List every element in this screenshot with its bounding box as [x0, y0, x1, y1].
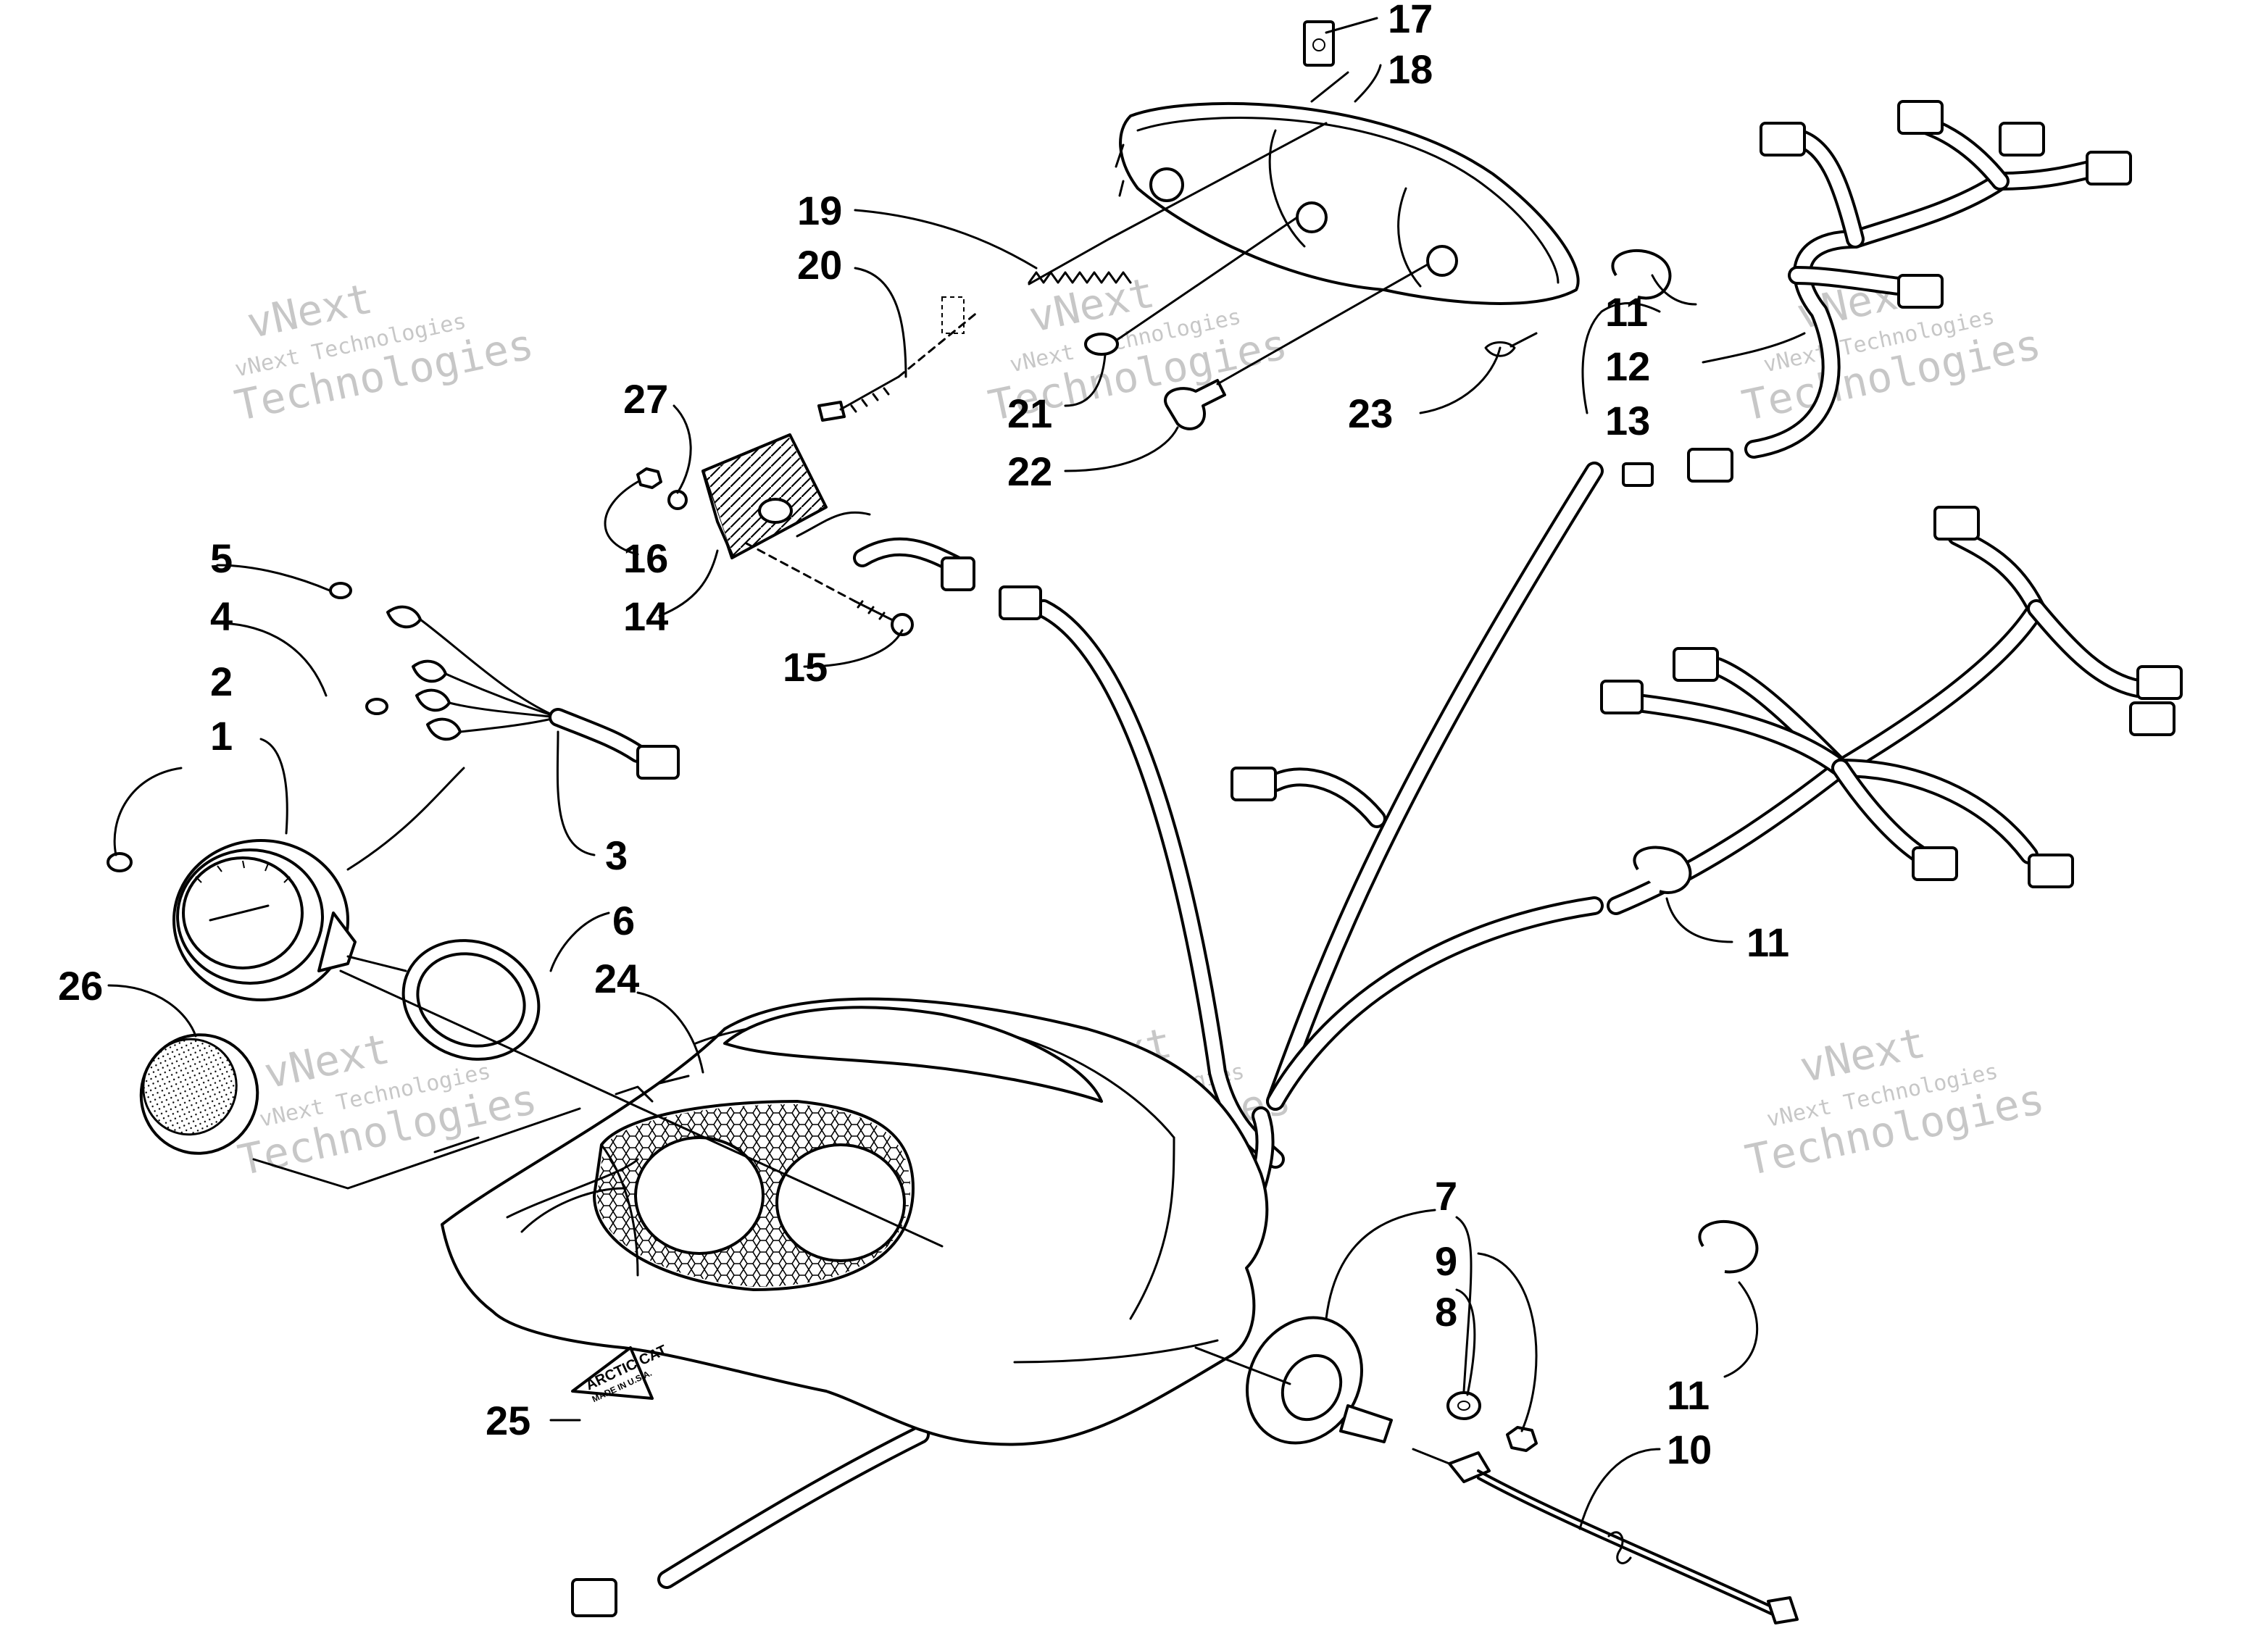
callout-22: 22 — [1007, 449, 1052, 494]
callout-12: 12 — [1605, 343, 1650, 389]
gauge-lens-part — [139, 1033, 259, 1155]
speed-sensor-part — [1245, 1316, 1393, 1445]
callout-20: 20 — [797, 242, 842, 288]
callout-25: 25 — [486, 1398, 530, 1443]
callout-11: 11 — [1667, 1372, 1710, 1418]
gauge-wire-harness-part — [329, 582, 680, 780]
nut-part — [636, 467, 688, 510]
callout-27: 27 — [623, 376, 668, 422]
bolt-part — [745, 542, 914, 636]
callout-1: 1 — [210, 713, 233, 759]
callout-9: 9 — [1435, 1238, 1457, 1284]
callout-11: 11 — [1746, 919, 1789, 965]
speedometer-cable-part — [1448, 1451, 1799, 1624]
callout-13: 13 — [1605, 398, 1650, 443]
callout-14: 14 — [623, 593, 668, 639]
callout-4: 4 — [210, 593, 233, 639]
callout-21: 21 — [1007, 391, 1052, 436]
callout-23: 23 — [1348, 391, 1393, 436]
clip-part — [1303, 17, 1378, 67]
gauge-bezel-part — [401, 939, 541, 1061]
cable-tie-part — [1698, 1219, 1759, 1274]
callout-10: 10 — [1667, 1427, 1712, 1472]
callout-7: 7 — [1435, 1173, 1457, 1219]
leader-lines — [107, 64, 1806, 1530]
instrument-pod — [441, 997, 1269, 1446]
bulb-socket-part — [1164, 263, 1429, 430]
callout-17: 17 — [1388, 0, 1433, 41]
callout-5: 5 — [210, 535, 233, 581]
callout-8: 8 — [1435, 1289, 1457, 1335]
gauge-bulb-part — [107, 852, 133, 872]
regulator-part — [701, 433, 871, 559]
callout-6: 6 — [612, 898, 635, 943]
hex-nut-part — [1506, 1426, 1538, 1452]
callout-11: 11 — [1605, 289, 1648, 335]
wiring-harness — [571, 100, 2183, 1617]
headlight-assembly — [1115, 101, 1580, 305]
spring-part — [1028, 122, 1328, 285]
adjust-screw-part — [817, 296, 980, 422]
callout-16: 16 — [623, 535, 668, 581]
callout-24: 24 — [594, 956, 639, 1001]
callout-15: 15 — [783, 644, 828, 690]
speedometer-gauge-part — [172, 839, 407, 1001]
leader-line — [1310, 71, 1349, 103]
callout-19: 19 — [797, 188, 842, 233]
callout-labels: 17 18 19 20 21 22 23 27 16 14 15 11 12 1… — [58, 0, 1789, 1472]
decal-part — [615, 1075, 690, 1103]
retainer-pin-part — [1484, 332, 1538, 357]
arctic-cat-badge: ARCTIC CAT MADE IN U.S.A. — [571, 1342, 670, 1404]
callout-2: 2 — [210, 659, 233, 704]
callout-3: 3 — [605, 833, 628, 878]
washer-part — [1446, 1391, 1481, 1420]
callout-18: 18 — [1388, 46, 1433, 92]
bulb-part — [1084, 216, 1299, 356]
cable-tie-part — [1611, 249, 1672, 300]
callout-26: 26 — [58, 963, 103, 1009]
cable-tie-part — [1633, 846, 1692, 894]
